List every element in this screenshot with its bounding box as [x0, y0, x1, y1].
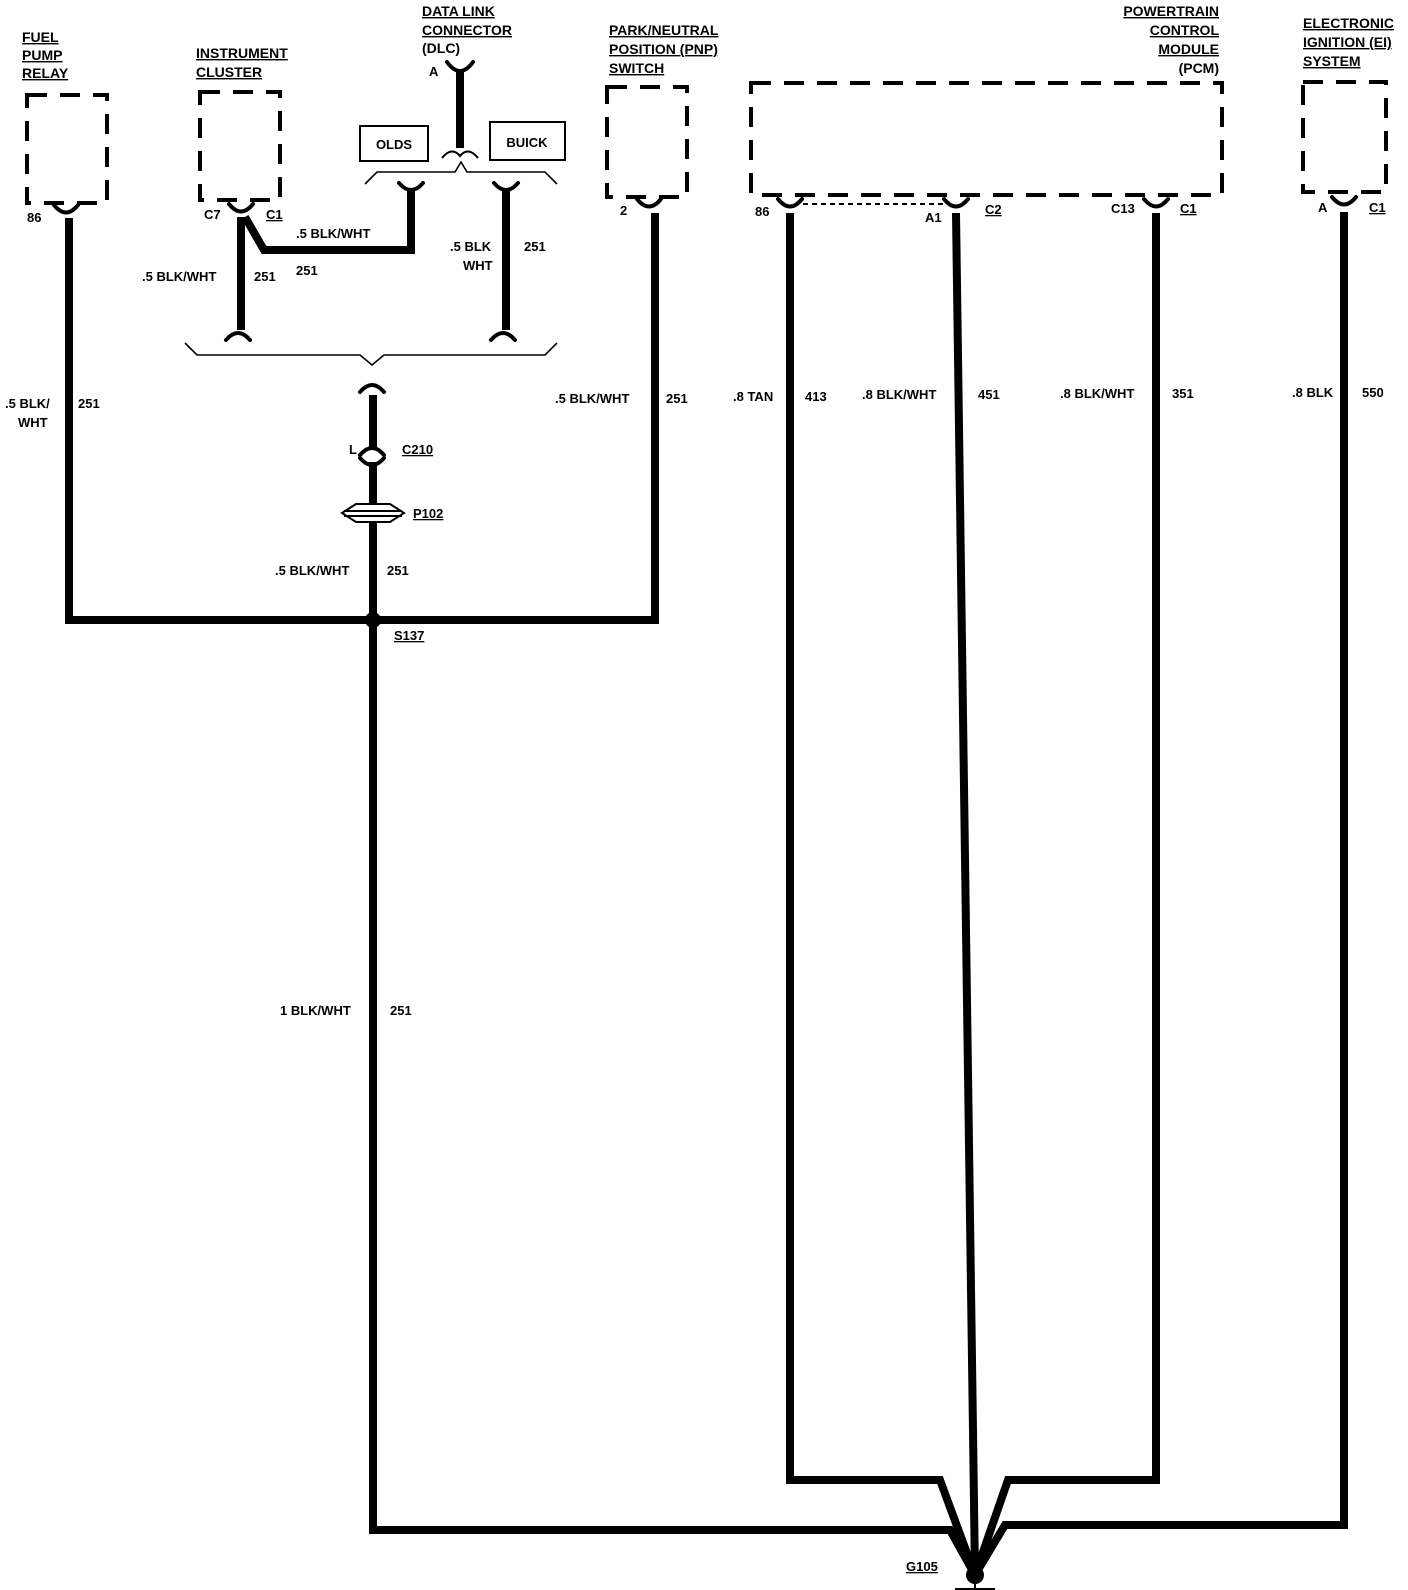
- svg-text:.8 TAN: .8 TAN: [733, 389, 773, 404]
- svg-text:C210: C210: [402, 442, 433, 457]
- svg-text:2: 2: [620, 203, 627, 218]
- svg-text:L: L: [349, 442, 357, 457]
- olds-label: OLDS: [376, 137, 412, 152]
- svg-text:A: A: [429, 64, 439, 79]
- ground-g105: G105: [906, 1559, 995, 1590]
- svg-text:WHT: WHT: [18, 415, 48, 430]
- svg-text:C13: C13: [1111, 201, 1135, 216]
- svg-text:CONTROL: CONTROL: [1150, 22, 1220, 38]
- svg-text:.8 BLK/WHT: .8 BLK/WHT: [1060, 386, 1134, 401]
- option-selector: OLDS BUICK: [184, 121, 566, 367]
- svg-text:CONNECTOR: CONNECTOR: [422, 22, 512, 38]
- svg-text:G105: G105: [906, 1559, 938, 1574]
- svg-text:SYSTEM: SYSTEM: [1303, 53, 1361, 69]
- svg-text:ELECTRONIC: ELECTRONIC: [1303, 15, 1394, 31]
- svg-text:C1: C1: [1369, 200, 1386, 215]
- svg-text:(PCM): (PCM): [1179, 60, 1219, 76]
- svg-text:A1: A1: [925, 210, 942, 225]
- svg-text:550: 550: [1362, 385, 1384, 400]
- svg-text:86: 86: [755, 204, 769, 219]
- svg-text:(DLC): (DLC): [422, 40, 460, 56]
- svg-text:SWITCH: SWITCH: [609, 60, 664, 76]
- svg-text:CLUSTER: CLUSTER: [196, 64, 262, 80]
- pnp-switch: PARK/NEUTRAL POSITION (PNP) SWITCH 2: [605, 22, 719, 218]
- svg-text:A: A: [1318, 200, 1328, 215]
- svg-text:251: 251: [666, 391, 688, 406]
- svg-text:.5 BLK: .5 BLK: [450, 239, 492, 254]
- svg-text:.5 BLK/: .5 BLK/: [5, 396, 50, 411]
- svg-text:P102: P102: [413, 506, 443, 521]
- p102-connector: [340, 503, 406, 523]
- instrument-cluster: INSTRUMENT CLUSTER C7 C1: [196, 45, 288, 222]
- svg-text:FUEL: FUEL: [22, 29, 59, 45]
- svg-text:IGNITION (EI): IGNITION (EI): [1303, 34, 1392, 50]
- data-link-connector: DATA LINK CONNECTOR (DLC) A: [422, 3, 512, 79]
- buick-label: BUICK: [506, 135, 548, 150]
- svg-text:.5 BLK/WHT: .5 BLK/WHT: [296, 226, 370, 241]
- svg-text:251: 251: [296, 263, 318, 278]
- svg-text:.5 BLK/WHT: .5 BLK/WHT: [142, 269, 216, 284]
- svg-text:POSITION (PNP): POSITION (PNP): [609, 41, 718, 57]
- svg-text:351: 351: [1172, 386, 1194, 401]
- svg-text:251: 251: [524, 239, 546, 254]
- svg-text:MODULE: MODULE: [1158, 41, 1219, 57]
- svg-text:POWERTRAIN: POWERTRAIN: [1123, 3, 1219, 19]
- svg-text:PARK/NEUTRAL: PARK/NEUTRAL: [609, 22, 719, 38]
- svg-text:.8 BLK: .8 BLK: [1292, 385, 1334, 400]
- svg-text:C2: C2: [985, 202, 1002, 217]
- svg-text:251: 251: [387, 563, 409, 578]
- svg-text:WHT: WHT: [463, 258, 493, 273]
- svg-text:C1: C1: [1180, 201, 1197, 216]
- svg-text:251: 251: [254, 269, 276, 284]
- svg-text:251: 251: [390, 1003, 412, 1018]
- svg-text:INSTRUMENT: INSTRUMENT: [196, 45, 288, 61]
- svg-text:.5 BLK/WHT: .5 BLK/WHT: [555, 391, 629, 406]
- svg-text:86: 86: [27, 210, 41, 225]
- svg-text:DATA LINK: DATA LINK: [422, 3, 495, 19]
- svg-text:S137: S137: [394, 628, 424, 643]
- svg-text:RELAY: RELAY: [22, 65, 69, 81]
- svg-text:251: 251: [78, 396, 100, 411]
- svg-text:451: 451: [978, 387, 1000, 402]
- svg-text:C1: C1: [266, 207, 283, 222]
- svg-text:413: 413: [805, 389, 827, 404]
- svg-text:PUMP: PUMP: [22, 47, 62, 63]
- svg-text:C7: C7: [204, 207, 221, 222]
- powertrain-control-module: POWERTRAIN CONTROL MODULE (PCM) 86 A1 C2…: [749, 3, 1224, 225]
- fuel-pump-relay: FUEL PUMP RELAY 86: [22, 29, 109, 225]
- electronic-ignition-system: ELECTRONIC IGNITION (EI) SYSTEM A C1: [1301, 15, 1394, 215]
- svg-text:.8 BLK/WHT: .8 BLK/WHT: [862, 387, 936, 402]
- wire-labels: .5 BLK/ WHT 251 .5 BLK/WHT 251 .5 BLK/WH…: [5, 226, 1384, 1018]
- svg-text:1 BLK/WHT: 1 BLK/WHT: [280, 1003, 351, 1018]
- svg-text:.5 BLK/WHT: .5 BLK/WHT: [275, 563, 349, 578]
